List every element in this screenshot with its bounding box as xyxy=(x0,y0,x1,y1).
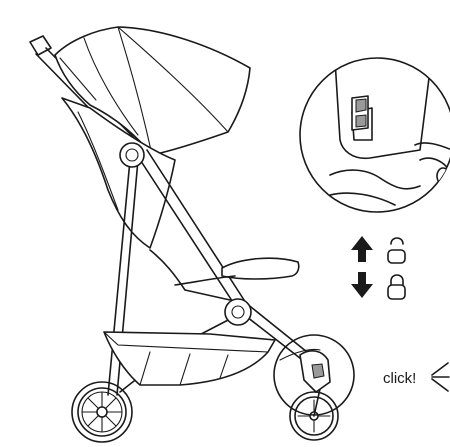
unlocked-padlock-icon xyxy=(387,237,406,264)
footrest xyxy=(221,257,300,280)
handlebar-grip xyxy=(29,35,52,56)
wheel-lock-callout xyxy=(273,334,355,416)
basket xyxy=(103,331,276,386)
click-label: click! xyxy=(383,370,416,387)
rear-wheel xyxy=(71,381,133,443)
arrow-down-icon xyxy=(351,272,373,298)
latch-detail-inset xyxy=(299,57,450,213)
lower-hinge xyxy=(224,298,252,326)
arrow-up-icon xyxy=(351,236,373,262)
canopy xyxy=(54,26,251,156)
click-sound-lines-icon xyxy=(431,362,450,392)
lock-legend xyxy=(351,236,406,300)
locked-padlock-icon xyxy=(387,274,406,300)
stroller-illustration xyxy=(29,26,355,443)
upper-hinge xyxy=(119,142,145,168)
click-indicator: click! xyxy=(383,362,450,392)
seat-back xyxy=(61,97,176,249)
